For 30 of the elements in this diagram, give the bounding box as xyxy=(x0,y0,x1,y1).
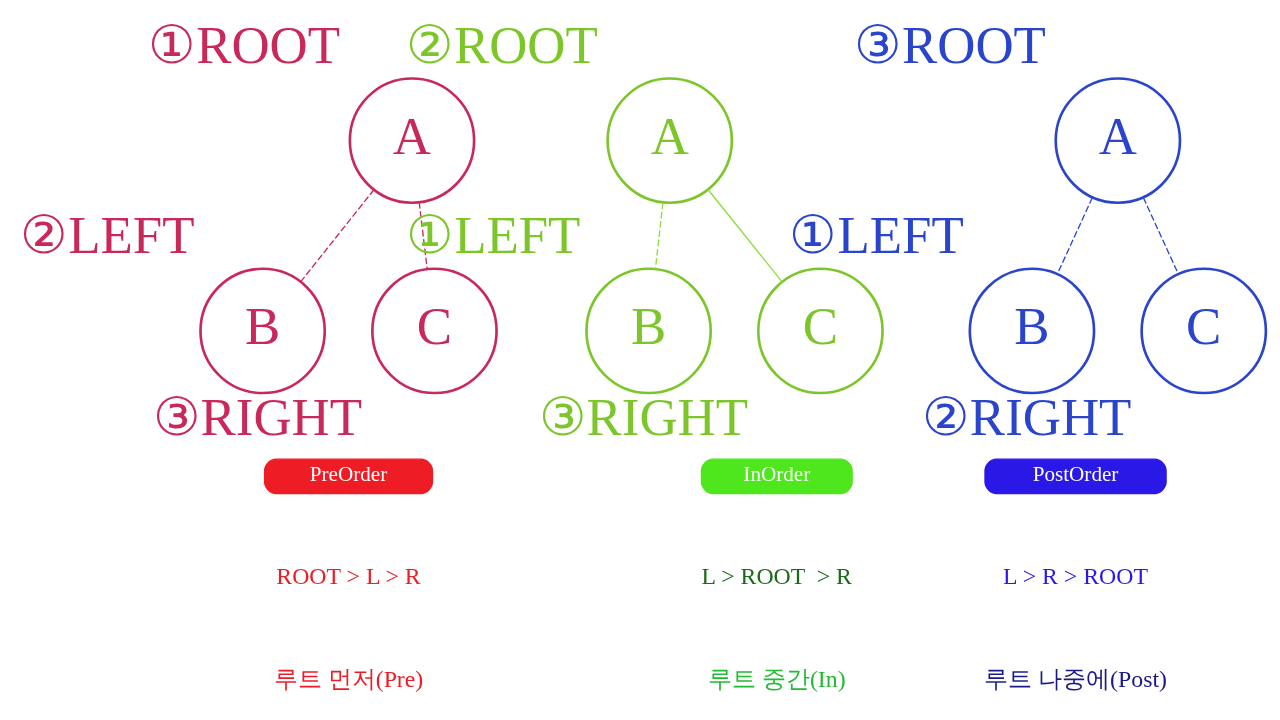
node-circle: A xyxy=(606,77,734,204)
connector xyxy=(1142,197,1179,275)
connector xyxy=(1056,197,1093,275)
label: 루트 중간(In) xyxy=(708,666,846,693)
node-circle: A xyxy=(1054,77,1182,204)
label: 루트 먼저(Pre) xyxy=(273,666,424,693)
node-label: ①LEFT xyxy=(789,205,964,264)
label: 루트 나중에(Post) xyxy=(984,666,1167,693)
label: L > ROOT > R xyxy=(701,562,852,589)
node-circle: B xyxy=(585,267,713,395)
node-circle: B xyxy=(199,267,327,395)
node-label: ①ROOT xyxy=(148,15,341,74)
connector xyxy=(418,201,428,270)
node-box: InOrder xyxy=(700,458,853,495)
node-circle: C xyxy=(1140,267,1268,395)
connector xyxy=(654,202,664,270)
label: L > R > ROOT xyxy=(1003,562,1148,589)
node-box: PostOrder xyxy=(984,458,1167,495)
node-circle: B xyxy=(968,267,1096,395)
connector xyxy=(300,189,375,282)
node-label: ②LEFT xyxy=(20,205,195,264)
node-label: ③ROOT xyxy=(854,15,1046,74)
node-circle: C xyxy=(371,267,498,395)
connector xyxy=(707,189,783,283)
node-label: ②ROOT xyxy=(405,15,598,74)
node-label: ①LEFT xyxy=(406,205,581,264)
node-box: PreOrder xyxy=(263,458,434,495)
node-circle: A xyxy=(348,77,476,204)
node-circle: C xyxy=(756,267,884,395)
label: ROOT > L > R xyxy=(276,562,421,589)
